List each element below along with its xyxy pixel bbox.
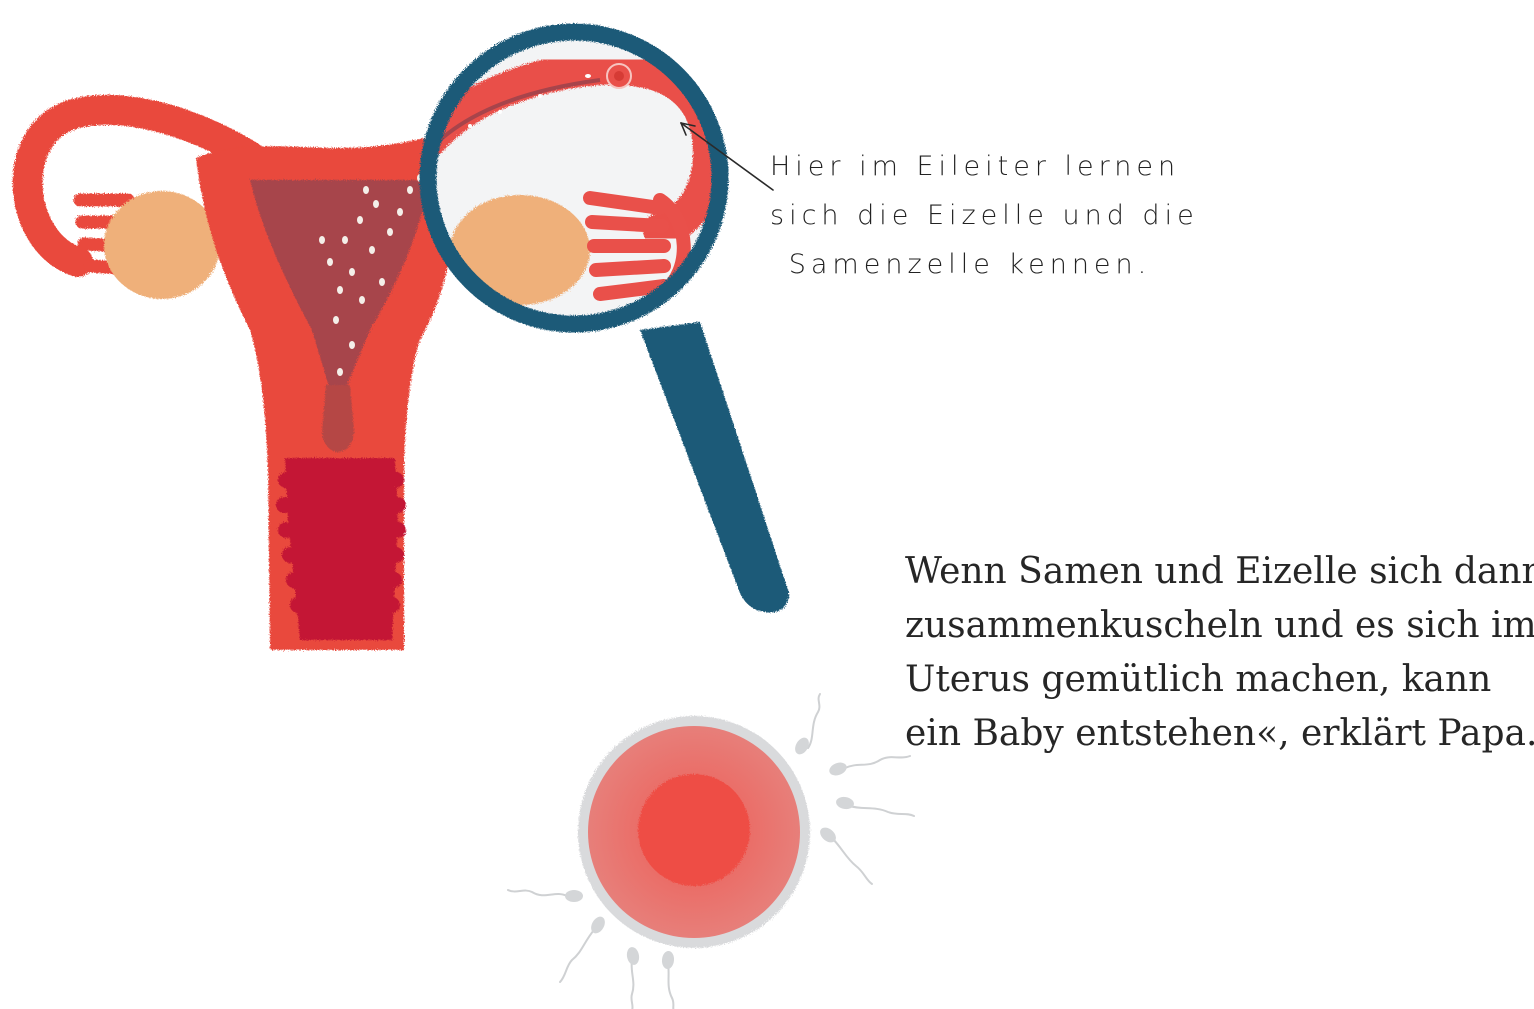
story-line: zusammenkuscheln und es sich im [905,599,1525,653]
egg-nucleus [638,774,750,886]
magnifier-handle [640,322,789,613]
annotation-line: Samenzelle kennen. [770,240,1170,289]
egg-cell [508,694,914,1009]
annotation-line: Hier im Eileiter lernen [770,142,1170,191]
magnifying-glass-icon [428,32,789,613]
story-text: Wenn Samen und Eizelle sich dann zusamme… [905,545,1525,761]
vagina [285,458,398,640]
cervical-canal [322,385,354,452]
left-ovary [104,191,220,299]
story-line: Uterus gemütlich machen, kann [905,653,1525,707]
story-line: Wenn Samen und Eizelle sich dann [905,545,1525,599]
annotation-line: sich die Eizelle und die [770,191,1170,240]
uterus-diagram [28,110,455,650]
story-line: ein Baby entstehen«, erklärt Papa. [905,707,1525,761]
tube-annotation: Hier im Eileiter lernen sich die Eizelle… [770,142,1170,289]
